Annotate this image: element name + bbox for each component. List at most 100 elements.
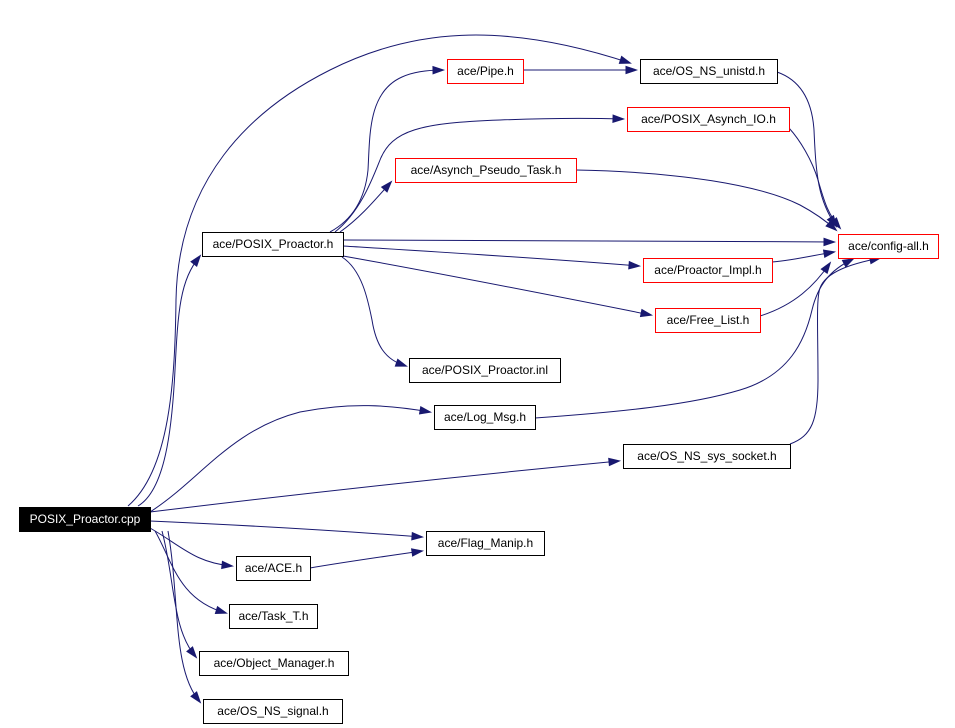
node-ace-h[interactable]: ace/ACE.h bbox=[236, 556, 311, 581]
arrowhead bbox=[830, 217, 842, 230]
arrowhead bbox=[411, 531, 425, 541]
arrowhead bbox=[625, 65, 639, 75]
node-box bbox=[640, 59, 778, 84]
arrowhead bbox=[825, 219, 838, 232]
node-box bbox=[19, 507, 151, 532]
edge-line bbox=[342, 239, 835, 243]
node-box bbox=[655, 308, 761, 333]
node-pipe-h[interactable]: ace/Pipe.h bbox=[447, 59, 524, 84]
edge-line bbox=[342, 255, 652, 316]
edge-line bbox=[309, 550, 423, 569]
edge-posix-proactor-cpp-to-log-msg-h bbox=[149, 405, 433, 513]
edge-line bbox=[776, 71, 837, 227]
node-posix-proactor-cpp: POSIX_Proactor.cpp bbox=[19, 507, 151, 532]
node-task-t-h[interactable]: ace/Task_T.h bbox=[229, 604, 318, 629]
edge-posix-proactor-cpp-to-os-ns-signal-h bbox=[167, 530, 202, 704]
edge-line bbox=[788, 127, 841, 229]
node-label: ace/Task_T.h bbox=[238, 609, 308, 623]
arrowhead bbox=[618, 55, 632, 64]
arrowhead bbox=[612, 114, 626, 124]
node-label: ace/OS_NS_signal.h bbox=[217, 704, 328, 718]
node-posix-proactor-inl[interactable]: ace/POSIX_Proactor.inl bbox=[409, 358, 561, 383]
node-posix-proactor-h[interactable]: ace/POSIX_Proactor.h bbox=[202, 232, 344, 257]
arrowhead bbox=[639, 308, 654, 318]
edge-posix-proactor-h-to-posix-asynch-io-h bbox=[334, 114, 626, 233]
node-label: ace/ACE.h bbox=[245, 561, 302, 575]
edge-posix-proactor-cpp-to-flag-manip-h bbox=[149, 520, 425, 541]
arrowhead bbox=[608, 457, 622, 467]
node-config-all-h[interactable]: ace/config-all.h bbox=[838, 234, 939, 259]
arrowhead bbox=[410, 548, 425, 557]
node-os-ns-unistd-h[interactable]: ace/OS_NS_unistd.h bbox=[640, 59, 778, 84]
edge-ace-h-to-flag-manip-h bbox=[309, 548, 425, 569]
edge-posix-proactor-cpp-to-os-ns-sys-socket-h bbox=[149, 457, 622, 513]
node-os-ns-sys-socket-h[interactable]: ace/OS_NS_sys_socket.h bbox=[623, 444, 791, 469]
edge-asynch-pseudo-task-h-to-config-all-h bbox=[575, 169, 838, 232]
arrowhead bbox=[841, 258, 855, 268]
arrowhead bbox=[822, 249, 837, 258]
edge-line bbox=[149, 520, 423, 538]
node-free-list-h[interactable]: ace/Free_List.h bbox=[655, 308, 761, 333]
edge-line bbox=[149, 405, 431, 513]
edge-posix-proactor-cpp-to-object-manager-h bbox=[161, 530, 198, 659]
edge-posix-proactor-h-to-config-all-h bbox=[342, 237, 837, 247]
node-asynch-pseudo-task-h[interactable]: ace/Asynch_Pseudo_Task.h bbox=[395, 158, 577, 183]
edge-posix-proactor-cpp-to-ace-h bbox=[149, 527, 235, 570]
edge-line bbox=[149, 460, 620, 513]
arrowhead bbox=[394, 358, 408, 367]
node-box bbox=[838, 234, 939, 259]
node-label: ace/Asynch_Pseudo_Task.h bbox=[411, 163, 562, 177]
node-box bbox=[395, 158, 577, 183]
node-box bbox=[627, 107, 790, 132]
edge-posix-proactor-cpp-to-os-ns-unistd-h bbox=[127, 34, 632, 507]
node-label: ace/config-all.h bbox=[848, 239, 929, 253]
edge-posix-proactor-cpp-to-posix-proactor-h bbox=[137, 254, 202, 507]
arrowhead bbox=[190, 254, 202, 267]
node-label: ace/Object_Manager.h bbox=[214, 656, 335, 670]
node-flag-manip-h[interactable]: ace/Flag_Manip.h bbox=[426, 531, 545, 556]
node-proactor-impl-h[interactable]: ace/Proactor_Impl.h bbox=[643, 258, 773, 283]
edge-line bbox=[167, 530, 201, 703]
node-box bbox=[202, 232, 344, 257]
edge-pipe-h-to-os-ns-unistd-h bbox=[523, 65, 639, 75]
edge-line bbox=[342, 245, 640, 267]
edge-line bbox=[154, 530, 227, 614]
nodes-layer: POSIX_Proactor.cppace/POSIX_Proactor.hac… bbox=[19, 59, 939, 724]
node-label: ace/POSIX_Proactor.inl bbox=[422, 363, 548, 377]
node-label: ace/POSIX_Asynch_IO.h bbox=[641, 112, 776, 126]
arrowhead bbox=[221, 560, 235, 570]
edge-line bbox=[149, 527, 233, 567]
edge-line bbox=[161, 530, 197, 658]
arrowhead bbox=[432, 65, 446, 75]
edge-posix-proactor-h-to-proactor-impl-h bbox=[342, 245, 642, 270]
arrowhead bbox=[380, 180, 393, 193]
node-box bbox=[199, 651, 349, 676]
node-label: ace/Pipe.h bbox=[457, 64, 514, 78]
edge-line bbox=[339, 181, 392, 233]
node-posix-asynch-io-h[interactable]: ace/POSIX_Asynch_IO.h bbox=[627, 107, 790, 132]
node-log-msg-h[interactable]: ace/Log_Msg.h bbox=[434, 405, 536, 430]
edge-os-ns-unistd-h-to-config-all-h bbox=[776, 71, 838, 228]
node-label: ace/Free_List.h bbox=[667, 313, 750, 327]
edge-line bbox=[137, 255, 201, 507]
edge-proactor-impl-h-to-config-all-h bbox=[771, 249, 837, 263]
arrowhead bbox=[823, 237, 837, 247]
node-box bbox=[409, 358, 561, 383]
node-os-ns-signal-h[interactable]: ace/OS_NS_signal.h bbox=[203, 699, 343, 724]
node-label: ace/POSIX_Proactor.h bbox=[213, 237, 334, 251]
node-box bbox=[236, 556, 311, 581]
edge-line bbox=[575, 169, 837, 231]
node-label: POSIX_Proactor.cpp bbox=[30, 512, 141, 526]
node-object-manager-h[interactable]: ace/Object_Manager.h bbox=[199, 651, 349, 676]
node-box bbox=[643, 258, 773, 283]
arrowhead bbox=[186, 646, 198, 659]
edge-posix-proactor-cpp-to-task-t-h bbox=[154, 530, 228, 615]
edge-line bbox=[127, 34, 631, 507]
node-box bbox=[434, 405, 536, 430]
edge-os-ns-sys-socket-h-to-config-all-h bbox=[789, 255, 882, 445]
arrowhead bbox=[190, 691, 202, 704]
node-box bbox=[229, 604, 318, 629]
edge-posix-proactor-h-to-free-list-h bbox=[342, 255, 654, 318]
edge-line bbox=[329, 69, 444, 233]
